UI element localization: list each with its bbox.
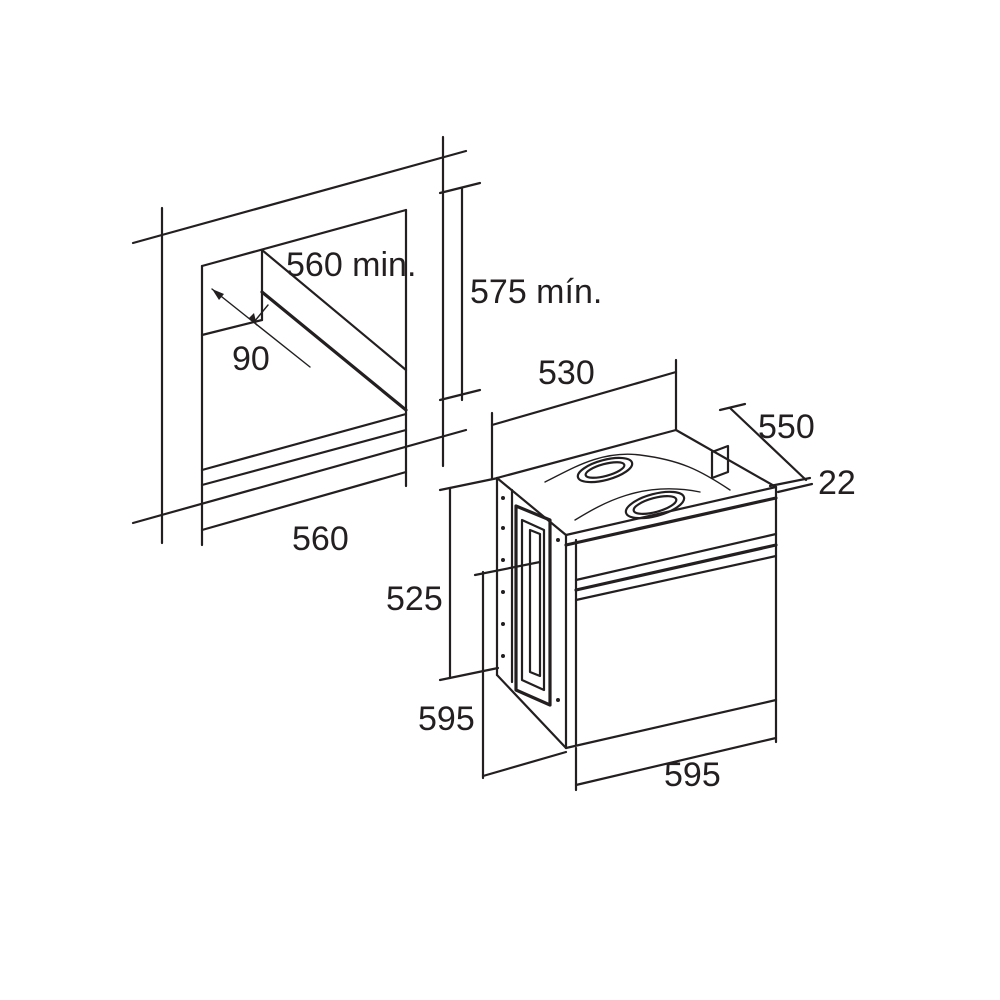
- label-front-panel: 22: [818, 464, 856, 502]
- label-oven-front-height: 595: [418, 700, 475, 738]
- label-oven-depth-inner: 530: [538, 354, 595, 392]
- oven-drawing: [438, 358, 814, 792]
- label-niche-height-min: 575 mín.: [470, 273, 602, 311]
- label-niche-width: 560: [292, 520, 349, 558]
- label-oven-width: 595: [664, 756, 721, 794]
- niche-drawing: [131, 135, 482, 547]
- label-oven-depth-total: 550: [758, 408, 815, 446]
- label-niche-depth-min: 560 min.: [286, 246, 416, 284]
- label-vent-depth: 90: [232, 340, 270, 378]
- label-oven-body-height: 525: [386, 580, 443, 618]
